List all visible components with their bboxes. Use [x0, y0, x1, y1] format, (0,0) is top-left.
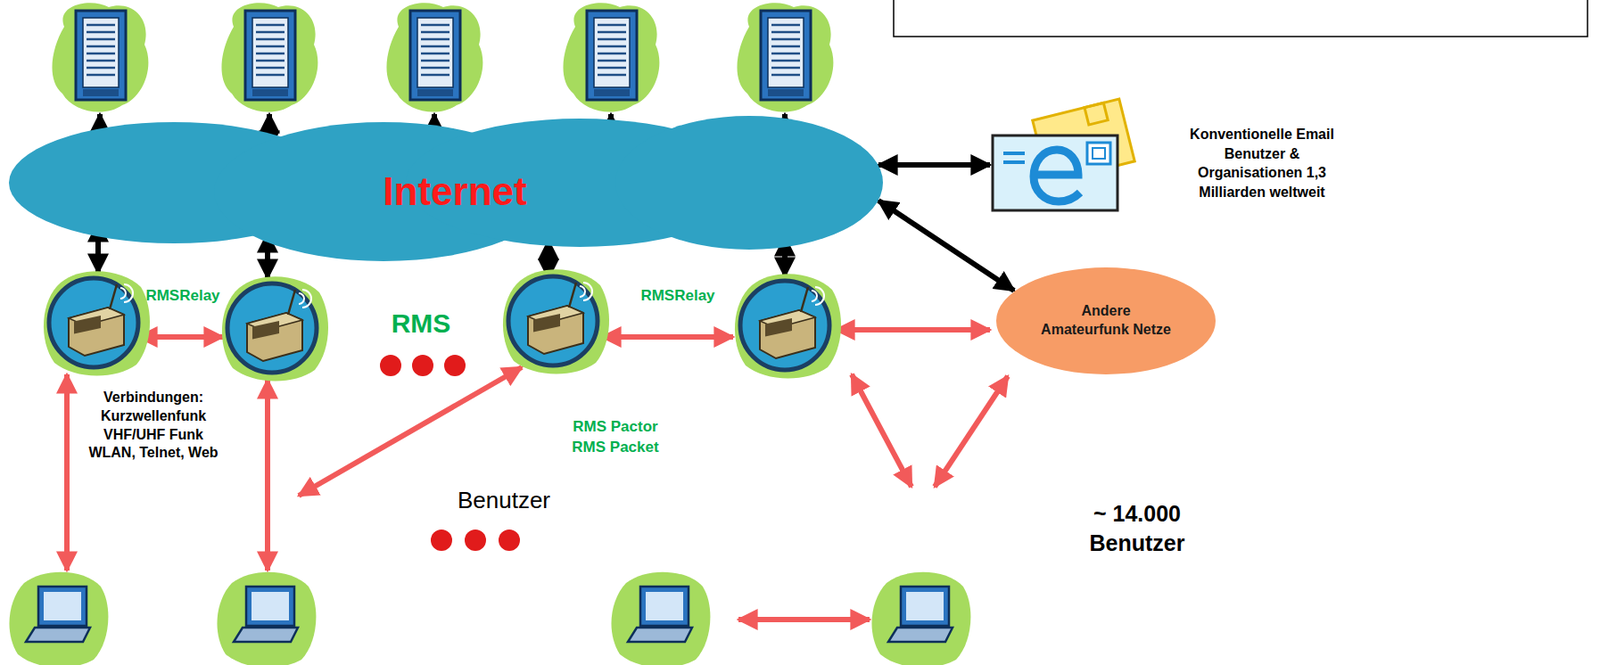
connections-note: Verbindungen: Kurzwellenfunk VHF/UHF Fun… — [84, 388, 223, 463]
email-icon — [992, 98, 1135, 211]
cloud-title: Internet — [382, 169, 527, 215]
server-icons — [51, 2, 833, 112]
relay-label: RMSRelay — [145, 287, 220, 306]
empty-box — [893, 0, 1588, 37]
email-users: Konventionelle Email Benutzer & Organisa… — [985, 89, 1378, 241]
connector-arrow — [878, 200, 1015, 291]
internet-cloud: Internet — [8, 115, 883, 264]
network-name: Andere Amateurfunk Netze — [1039, 302, 1173, 340]
user-count: ~ 14.000 Benutzer — [1079, 499, 1196, 558]
cloud-shape — [8, 115, 883, 262]
rms-label: RMS — [391, 308, 452, 339]
node-outline — [985, 89, 1378, 241]
mode-note: RMS Pactor RMS Packet — [565, 417, 666, 459]
laptop-icons — [8, 572, 971, 665]
network-ellipse-node: Andere Amateurfunk Netze — [994, 265, 1218, 377]
red-arrows — [66, 329, 1008, 620]
radio-icons — [43, 269, 842, 381]
relay-label: RMSRelay — [640, 287, 715, 306]
connector-arrow — [878, 162, 990, 168]
email-caption: Konventionelle Email Benutzer & Organisa… — [1172, 124, 1352, 202]
node-outline — [994, 265, 1218, 377]
users-label: Benutzer — [457, 486, 551, 515]
network-ellipse — [996, 267, 1216, 375]
ellipsis-dots — [379, 354, 520, 552]
